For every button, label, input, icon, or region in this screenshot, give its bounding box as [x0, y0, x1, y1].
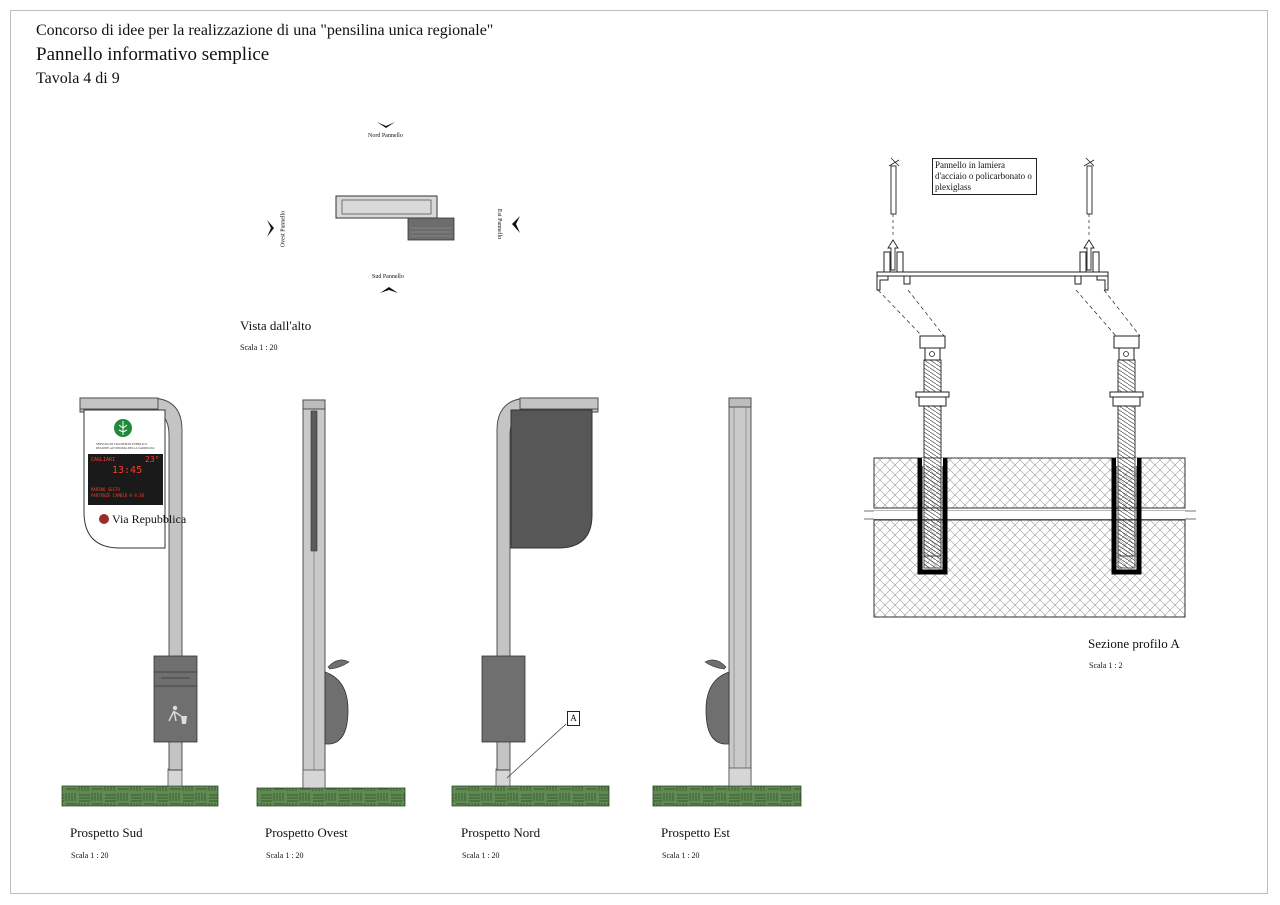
panel-back — [510, 409, 593, 549]
section-marker: A — [567, 711, 580, 726]
section-title: Sezione profilo A — [1088, 636, 1180, 651]
display-time: 13:45 — [112, 465, 143, 476]
label-nord: Nord Pannello — [368, 133, 403, 139]
ground-paving — [451, 785, 610, 807]
ground-paving — [61, 785, 219, 807]
display-temp: 23° — [145, 455, 160, 464]
top-view-canopy — [335, 195, 438, 219]
display-line4: PARTENZE CAMBIO H 8:30 — [91, 493, 144, 498]
ground-paving — [256, 787, 406, 807]
waste-bin — [153, 655, 198, 743]
elevation-title-est: Prospetto Est — [661, 825, 730, 840]
region-crest-icon — [99, 514, 109, 524]
label-ovest: Ovest Pannello — [280, 210, 287, 248]
drawing-sheet — [10, 10, 1268, 894]
elevation-nord — [451, 397, 610, 807]
display-city: CAGLIARI — [91, 457, 116, 463]
ovest-arrow-icon — [267, 220, 274, 237]
top-view-bin — [407, 217, 455, 241]
elevation-est — [652, 397, 802, 807]
elevation-sud — [61, 397, 219, 807]
sheet-number: Tavola 4 di 9 — [36, 70, 120, 87]
elevation-scale-est: Scala 1 : 20 — [662, 851, 700, 860]
elevation-scale-nord: Scala 1 : 20 — [462, 851, 500, 860]
led-display — [88, 454, 163, 505]
label-sud: Sud Pannello — [372, 274, 404, 280]
sheet-subtitle: Pannello informativo semplice — [36, 44, 270, 65]
sud-arrow-icon — [380, 287, 398, 293]
top-view-title: Vista dall'alto — [240, 318, 312, 333]
est-arrow-icon — [512, 216, 520, 233]
elevation-title-sud: Prospetto Sud — [70, 825, 143, 840]
nord-arrow-icon — [377, 122, 395, 128]
elevation-scale-ovest: Scala 1 : 20 — [266, 851, 304, 860]
trash-icon — [172, 705, 178, 711]
waste-bin-side — [705, 671, 730, 745]
concrete-foundation — [864, 457, 1196, 618]
label-est: Est Pannello — [496, 208, 503, 240]
ground-paving — [652, 785, 802, 807]
section-callout: Pannello in lamiera d'acciaio o policarb… — [932, 158, 1037, 195]
waste-bin — [481, 655, 526, 743]
elevation-title-nord: Prospetto Nord — [461, 825, 541, 840]
top-view-scale: Scala 1 : 20 — [240, 343, 278, 352]
elevation-ovest — [256, 399, 406, 807]
elevation-title-ovest: Prospetto Ovest — [265, 825, 348, 840]
display-line3: MARINO SESTU — [91, 487, 120, 492]
sheet-title: Concorso di idee per la realizzazione di… — [36, 22, 494, 39]
elevation-scale-sud: Scala 1 : 20 — [71, 851, 109, 860]
section-scale: Scala 1 : 2 — [1089, 661, 1123, 670]
top-view — [267, 122, 520, 293]
stop-name: Via Repubblica — [112, 512, 187, 526]
logo-text-2: REGIONE AUTONOMA DELLA SARDEGNA — [96, 446, 155, 450]
waste-bin-side — [324, 671, 349, 745]
logo-text-1: SERVIZIO DI TRASPORTO PUBBLICO — [96, 442, 147, 446]
